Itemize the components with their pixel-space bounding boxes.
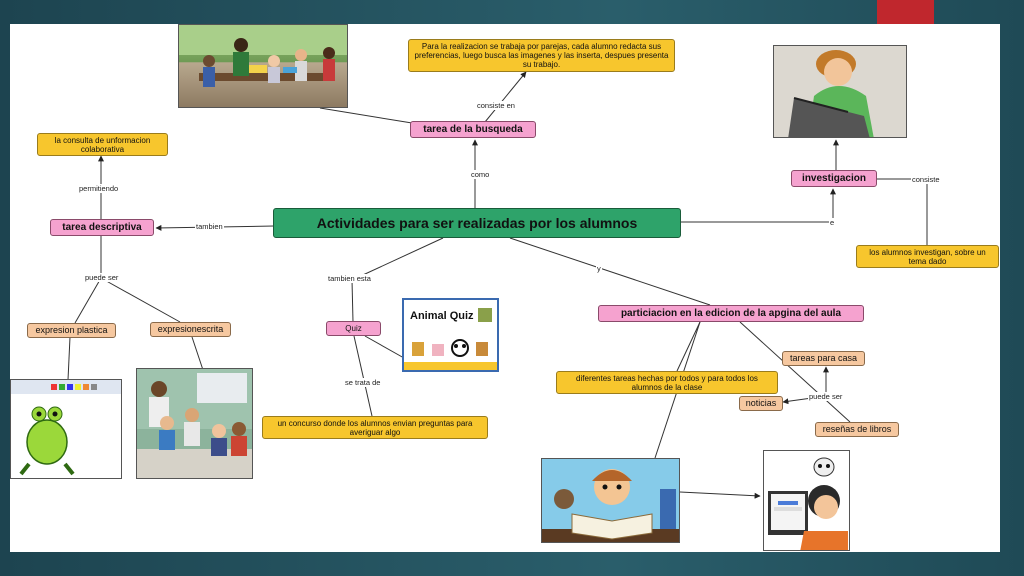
animal-quiz-title: Animal Quiz bbox=[410, 310, 474, 322]
node-quiz[interactable]: Quiz bbox=[326, 321, 381, 336]
node-resenas-libros[interactable]: reseñas de libros bbox=[815, 422, 899, 437]
link-label-e: e bbox=[829, 218, 836, 227]
node-busqueda-description[interactable]: Para la realizacion se trabaja por parej… bbox=[408, 39, 675, 72]
accent-bar bbox=[877, 0, 934, 24]
boy-reading-illustration bbox=[541, 458, 680, 543]
node-noticias[interactable]: noticias bbox=[739, 396, 783, 411]
link-label-tambien: tambien bbox=[195, 222, 224, 231]
link-label-consiste-en: consiste en bbox=[476, 101, 516, 110]
link-label-permitiendo: permitiendo bbox=[78, 184, 120, 193]
central-node[interactable]: Actividades para ser realizadas por los … bbox=[273, 208, 681, 238]
link-label-se-trata-de: se trata de bbox=[344, 378, 382, 387]
node-investigacion-description[interactable]: los alumnos investigan, sobre un tema da… bbox=[856, 245, 999, 268]
link-label-puede-ser-left: puede ser bbox=[84, 273, 120, 282]
node-expresion-escrita[interactable]: expresionescrita bbox=[150, 322, 231, 337]
node-tareas-casa[interactable]: tareas para casa bbox=[782, 351, 865, 366]
classroom-photo bbox=[136, 368, 253, 479]
node-tarea-descriptiva[interactable]: tarea descriptiva bbox=[50, 219, 154, 236]
link-label-tambien-esta: tambien esta bbox=[327, 274, 372, 283]
paint-frog-drawing bbox=[10, 379, 122, 479]
node-quiz-description[interactable]: un concurso donde los alumnos envian pre… bbox=[262, 416, 488, 439]
node-consulta-colaborativa[interactable]: la consulta de unformacion colaborativa bbox=[37, 133, 168, 156]
boy-laptop-illustration bbox=[773, 45, 907, 138]
link-label-consiste: consiste bbox=[911, 175, 941, 184]
link-label-como: como bbox=[470, 170, 491, 179]
link-label-puede-ser-right: puede ser bbox=[808, 392, 844, 401]
link-label-y: y bbox=[596, 264, 602, 273]
animal-quiz-image: Animal Quiz bbox=[402, 298, 499, 372]
node-edicion-pagina[interactable]: particiacion en la edicion de la apgina … bbox=[598, 305, 864, 322]
node-tareas-todos[interactable]: diferentes tareas hechas por todos y par… bbox=[556, 371, 778, 394]
node-expresion-plastica[interactable]: expresion plastica bbox=[27, 323, 116, 338]
boy-computer-illustration bbox=[763, 450, 850, 551]
node-tarea-busqueda[interactable]: tarea de la busqueda bbox=[410, 121, 536, 138]
students-table-photo bbox=[178, 24, 348, 108]
node-investigacion[interactable]: investigacion bbox=[791, 170, 877, 187]
